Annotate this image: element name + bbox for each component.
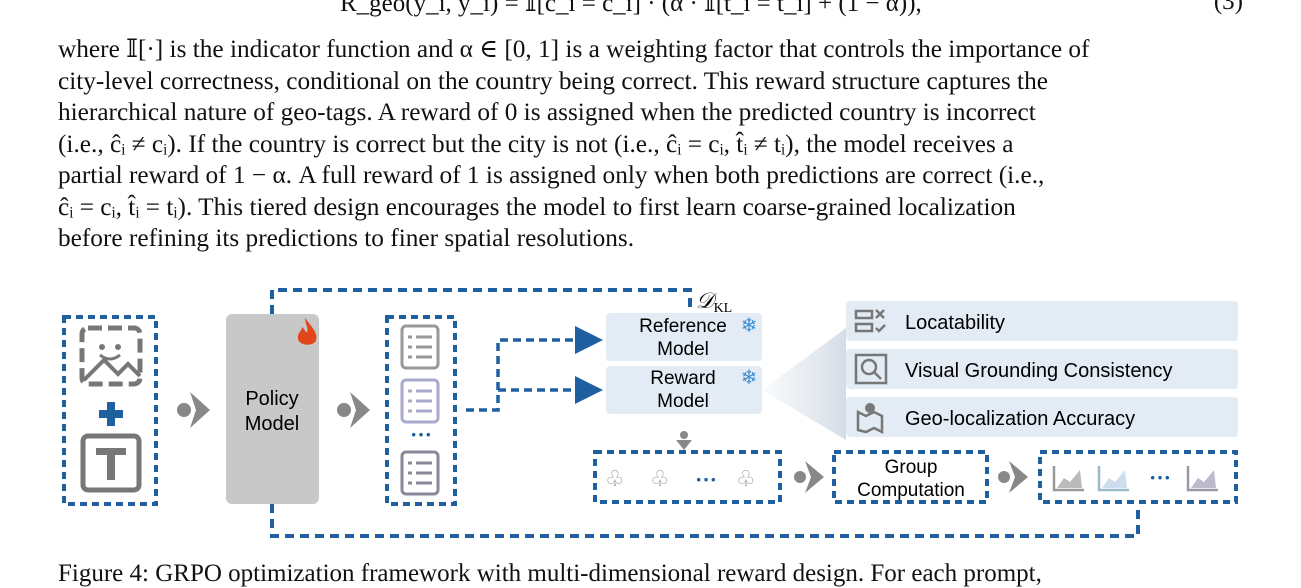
reference-model-label: Reference xyxy=(639,316,727,337)
kl-label: 𝒟KL xyxy=(696,288,732,316)
reward-tree-icon: ♧ ♧ ♧ xyxy=(605,466,756,491)
advantages-box xyxy=(1038,450,1238,504)
down-arrow xyxy=(676,431,692,450)
search-icon xyxy=(854,353,888,385)
reference-model-label: Model xyxy=(657,339,709,360)
snowflake-icon: ❄ xyxy=(741,315,758,337)
rewards-group-box xyxy=(593,450,782,504)
ellipsis: ··· xyxy=(1149,465,1171,490)
kl-loop-line xyxy=(270,288,692,314)
paragraph-line: ĉᵢ = cᵢ, t̂ᵢ = tᵢ). This tiered design e… xyxy=(58,192,1016,221)
reward-visual-grounding: Visual Grounding Consistency xyxy=(905,360,1173,382)
paragraph-line: hierarchical nature of geo-tags. A rewar… xyxy=(58,98,1036,126)
image-icon xyxy=(79,325,143,387)
paragraph-line: partial reward of 1 − α. A full reward o… xyxy=(58,161,1045,189)
reward-panel xyxy=(846,349,1238,389)
list-icon xyxy=(400,324,440,370)
reward-panel xyxy=(846,397,1238,437)
group-computation-box xyxy=(832,450,989,504)
flow-arrow xyxy=(177,392,210,428)
reward-geo-accuracy: Geo-localization Accuracy xyxy=(905,408,1135,430)
reward-model-label: Reward xyxy=(650,368,715,389)
grpo-figure: 𝒟KL Policy Model ··· Reference Model ❄ R… xyxy=(62,288,1238,538)
equation-number: (3) xyxy=(1213,0,1243,15)
policy-model-label: Policy xyxy=(245,388,298,410)
flow-arrow xyxy=(337,392,370,428)
svg-text:♧: ♧ xyxy=(650,466,670,491)
policy-model-box xyxy=(226,314,319,504)
reward-model-label: Model xyxy=(657,391,709,412)
outputs-box xyxy=(385,315,457,506)
paragraph-line: city-level correctness, conditional on t… xyxy=(58,66,1048,95)
input-box xyxy=(62,315,158,506)
figure-caption-fragment: Figure 4: GRPO optimization framework wi… xyxy=(58,560,1042,587)
reward-locatability: Locatability xyxy=(905,312,1005,334)
paragraph-line: where 𝕀[·] is the indicator function and… xyxy=(58,35,1090,63)
paragraph-line: (i.e., ĉᵢ ≠ cᵢ). If the country is corre… xyxy=(58,129,1014,158)
reward-fan xyxy=(762,328,846,440)
to-reference-arrow xyxy=(466,326,603,412)
area-chart-icon xyxy=(1097,466,1129,492)
equation-fragment: R_geo(ŷ_i, y_i) = 𝕀[ĉ_i = c_i] · (α · 𝕀[… xyxy=(0,0,1301,18)
text-t-icon xyxy=(80,433,142,493)
equation-lhs: R_geo(ŷ_i, y_i) = 𝕀[ĉ_i = c_i] · (α · 𝕀[… xyxy=(340,0,922,17)
list-icon xyxy=(400,378,440,424)
flow-arrow xyxy=(998,461,1028,493)
ellipsis: ··· xyxy=(410,422,432,447)
reward-model-box xyxy=(606,366,762,414)
policy-model-label: Model xyxy=(245,413,299,435)
body-paragraph: where 𝕀[·] is the indicator function and… xyxy=(58,34,1246,255)
flow-arrow xyxy=(794,461,824,493)
group-computation-label: Computation xyxy=(857,480,965,501)
area-chart-icon xyxy=(1052,466,1084,492)
map-pin-icon xyxy=(856,403,884,435)
paragraph-line: before refining its predictions to finer… xyxy=(58,224,635,252)
svg-text:♧: ♧ xyxy=(605,466,625,491)
feedback-loop-line xyxy=(270,504,1140,538)
group-computation-label: Group xyxy=(885,457,938,478)
svg-text:♧: ♧ xyxy=(736,466,756,491)
reward-panel xyxy=(846,301,1238,341)
plus-icon xyxy=(99,402,123,426)
flame-icon xyxy=(297,318,317,345)
reference-model-box xyxy=(606,313,762,361)
checklist-icon xyxy=(854,309,886,333)
ellipsis: ··· xyxy=(695,467,717,492)
snowflake-icon: ❄ xyxy=(741,367,758,389)
area-chart-icon xyxy=(1186,466,1218,492)
list-icon xyxy=(400,450,440,496)
